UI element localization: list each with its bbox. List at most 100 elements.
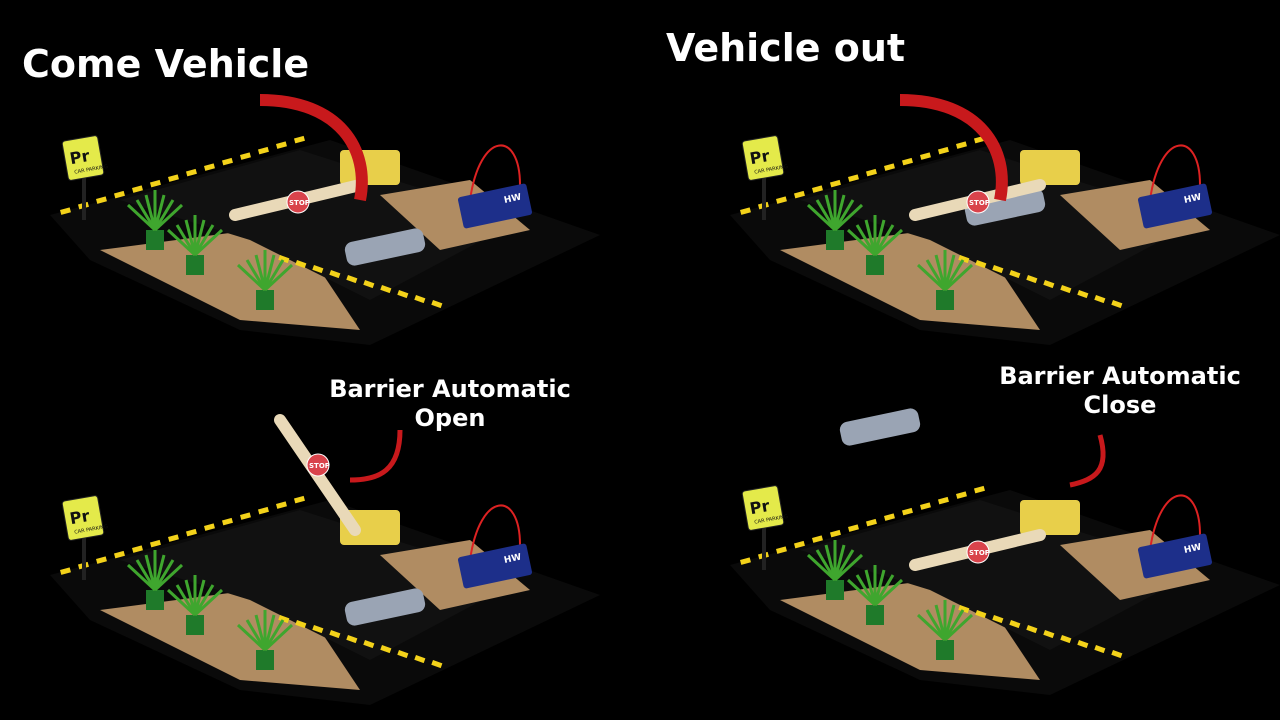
curb-stripe [920, 152, 931, 160]
battery-label: HW [503, 192, 522, 205]
plant-leaf [263, 619, 285, 651]
curb-stripe [186, 168, 197, 177]
parking-sign-text: CAR PARKING [74, 164, 109, 176]
curb-stripe [60, 207, 71, 215]
curb-stripe [992, 265, 1004, 274]
plant-leaf [175, 584, 197, 616]
plant-leaf [193, 579, 206, 616]
curb-stripe [812, 185, 823, 193]
parking-sign [741, 135, 785, 181]
battery-label: HW [1183, 542, 1202, 555]
plant-leaf [943, 609, 965, 641]
road-surface [120, 150, 520, 300]
curb-stripe [186, 528, 197, 537]
plant-leaf [943, 263, 974, 292]
curb-stripe [131, 185, 143, 193]
plant-leaf [166, 228, 197, 257]
curb-stripe [258, 506, 269, 515]
plant-leaf [263, 259, 285, 291]
plant-leaf [815, 199, 837, 231]
curb-stripe [414, 294, 426, 304]
caption-line: Close [1083, 390, 1157, 419]
parking-sign-text: CAR PARKING [754, 514, 789, 526]
plant-leaf [925, 259, 947, 291]
caption-come-vehicle: Come Vehicle [22, 42, 310, 86]
curb-stripe [901, 507, 913, 516]
stop-sign-text: STOP [289, 199, 310, 207]
plant-leaf [873, 224, 895, 256]
plant-leaf [855, 574, 877, 606]
curb-stripe [431, 300, 443, 309]
plant-leaf [833, 553, 864, 582]
plant-leaf [943, 259, 965, 291]
curb-stripe [221, 517, 233, 526]
road-surface [800, 150, 1200, 300]
curb-stripe [294, 495, 305, 504]
stop-sign-text: STOP [309, 462, 330, 470]
curb-stripe [1111, 300, 1123, 309]
caption-barrier-close: Barrier Automatic Close [990, 362, 1250, 420]
curb-stripe [380, 285, 392, 294]
curb-stripe [294, 135, 305, 144]
plant-leaf [126, 563, 157, 592]
plant-pot [146, 590, 164, 610]
curb-stripe [114, 190, 125, 199]
plant-pot [146, 230, 164, 250]
plant-pot [186, 615, 204, 635]
plant-leaf [153, 194, 166, 231]
plant-pot [866, 255, 884, 275]
caption-vehicle-out: Vehicle out [666, 26, 906, 70]
plant-leaf [263, 623, 294, 652]
road-surface [800, 500, 1200, 650]
toy-car [839, 408, 921, 446]
battery [457, 183, 533, 229]
plant-leaf [135, 559, 157, 591]
battery-label: HW [503, 552, 522, 565]
plant-leaf [193, 228, 224, 257]
curb-stripe [258, 146, 269, 155]
plant-leaf [943, 254, 956, 291]
curb-stripe [1094, 294, 1106, 304]
caption-line: Barrier Automatic [999, 362, 1241, 390]
curb-stripe [1026, 625, 1038, 634]
curb-stripe [1077, 289, 1089, 299]
stop-sign [966, 540, 990, 564]
curb-stripe [901, 157, 913, 166]
caption-barrier-open: Barrier Automatic Open [320, 375, 580, 433]
curb-stripe [312, 625, 324, 634]
plant-leaf [153, 554, 166, 591]
curb-stripe [96, 196, 107, 204]
curb-stripe [883, 163, 895, 171]
plant-pot [826, 580, 844, 600]
plant-leaf [245, 619, 267, 651]
curb-stripe [937, 146, 949, 155]
curb-stripe [312, 265, 324, 274]
plant-pot [256, 290, 274, 310]
plant-leaf [193, 224, 215, 256]
plant-leaf [175, 224, 197, 256]
battery [1137, 533, 1213, 579]
curb-stripe [1043, 630, 1055, 639]
curb-stripe [847, 174, 859, 182]
cardboard-lot [1060, 530, 1210, 600]
plant-leaf [245, 259, 267, 291]
cardboard-lot [380, 540, 530, 610]
curb-stripe [363, 640, 375, 649]
red-arrow-icon [1069, 434, 1106, 488]
toy-car [344, 228, 426, 266]
curb-stripe [1060, 635, 1072, 644]
curb-stripe [414, 654, 426, 664]
curb-stripe [329, 629, 341, 639]
plant-leaf [833, 544, 846, 581]
toy-car [344, 588, 426, 626]
battery-wire [1149, 494, 1201, 551]
battery-wire [469, 144, 521, 201]
curb-stripe [240, 152, 251, 160]
curb-stripe [740, 207, 751, 215]
parking-sign-text: CAR PARKING [74, 524, 109, 536]
